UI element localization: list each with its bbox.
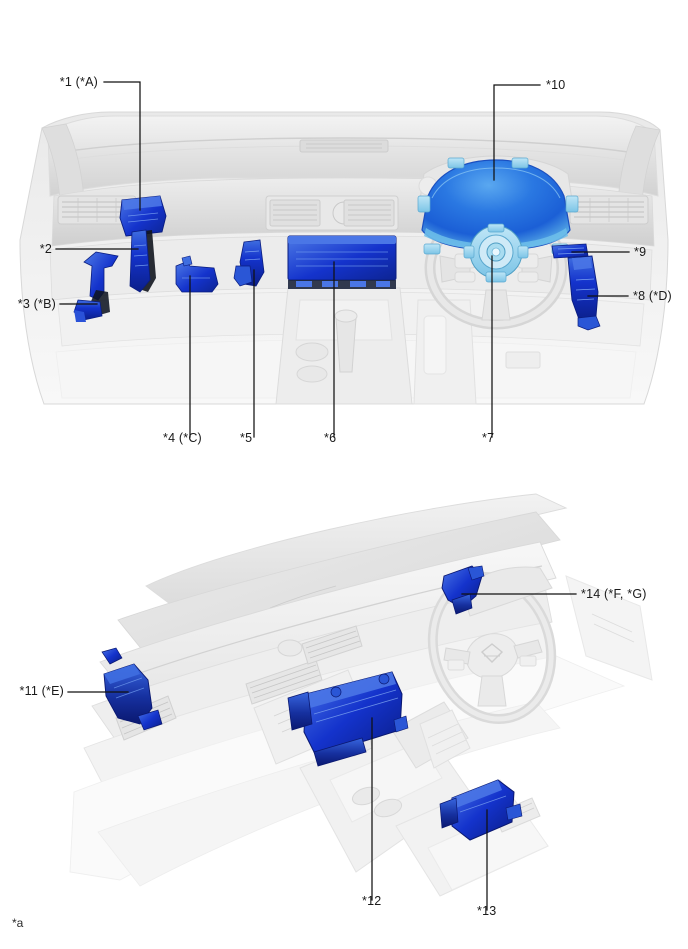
callout-5: *5 <box>240 431 253 445</box>
callout-10: *10 <box>546 78 566 92</box>
figure-instrument-panel-front: *1 (*A) *2 *3 (*B) *4 (*C) *5 *6 *7 *8 (… <box>17 75 672 445</box>
component-13 <box>439 779 523 841</box>
component-5 <box>233 239 265 287</box>
callout-8: *8 (*D) <box>633 289 672 303</box>
component-14 <box>441 565 485 615</box>
component-10-airbag <box>417 157 579 255</box>
callout-13: *13 <box>477 904 497 918</box>
callout-14: *14 (*F, *G) <box>581 587 647 601</box>
component-9 <box>551 243 589 259</box>
callout-1: *1 (*A) <box>59 75 98 89</box>
leader-lines-bottom <box>67 593 577 911</box>
figure-bottom-svg <box>67 493 653 911</box>
footnote-marker: *a <box>12 916 24 930</box>
component-12 <box>287 671 409 767</box>
right-air-vent <box>569 195 649 225</box>
center-vent-perspective <box>245 625 363 705</box>
component-4 <box>175 255 219 293</box>
component-11 <box>101 647 163 731</box>
figure-instrument-panel-perspective: *11 (*E) *12 *13 *14 (*F, *G) <box>0 480 688 949</box>
component-7-spiral-cable <box>463 223 529 283</box>
leader-lines-top <box>55 81 630 438</box>
component-6 <box>287 235 397 289</box>
component-2 <box>129 229 156 293</box>
figure-top-svg <box>19 81 669 438</box>
component-3 <box>73 251 119 322</box>
callout-12: *12 <box>362 894 382 908</box>
center-vents <box>269 199 395 227</box>
callout-4: *4 (*C) <box>163 431 202 445</box>
component-1 <box>119 195 167 237</box>
callout-6: *6 <box>324 431 337 445</box>
callout-7: *7 <box>482 431 495 445</box>
callout-3: *3 (*B) <box>17 297 56 311</box>
component-8 <box>567 255 601 331</box>
callout-11: *11 (*E) <box>19 684 64 698</box>
callout-9: *9 <box>634 245 647 259</box>
callout-2: *2 <box>39 242 52 256</box>
